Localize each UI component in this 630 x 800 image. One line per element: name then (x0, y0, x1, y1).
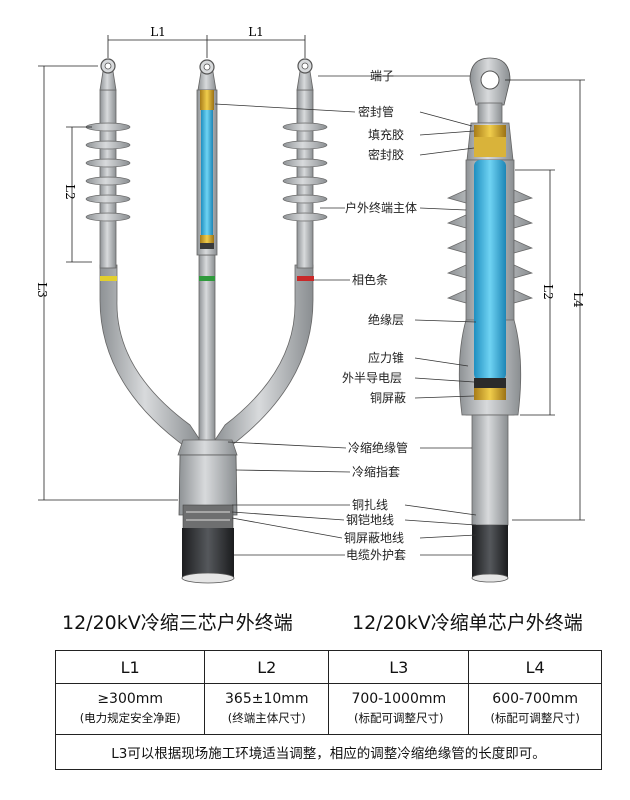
copper-shield (474, 388, 506, 400)
note-l2: (终端主体尺寸) (227, 711, 306, 725)
label-stress-cone: 应力锥 (368, 350, 404, 365)
note-l4: (标配可调整尺寸) (490, 711, 580, 725)
label-filler-compound: 填充胶 (368, 127, 404, 142)
phase-band-green (199, 276, 215, 281)
spec-table: L1 L2 L3 L4 ≥300mm (电力规定安全净距) 365±10mm (… (54, 650, 602, 770)
label-copper-shield: 铜屏蔽 (370, 390, 406, 405)
copper-binding (182, 504, 234, 530)
label-insulation-layer: 绝缘层 (368, 312, 404, 327)
label-cold-shrink-finger-sleeve: 冷缩指套 (352, 464, 400, 479)
value-l1: ≥300mm (97, 691, 164, 707)
cell-l2: 365±10mm (终端主体尺寸) (204, 683, 330, 735)
label-armor-ground-wire: 钢铠地线 (346, 512, 394, 527)
terminal-lug-hole (480, 70, 500, 90)
branch-center (198, 254, 216, 446)
header-l1: L1 (54, 650, 206, 684)
filler-compound (474, 125, 506, 137)
dim-l3: L3 (35, 282, 49, 298)
label-cable-outer-jacket: 电缆外护套 (346, 548, 406, 562)
note-l3: (标配可调整尺寸) (354, 711, 444, 725)
dim-l4: L4 (571, 292, 585, 308)
branch-right (214, 264, 314, 449)
table-header-row: L1 L2 L3 L4 (54, 650, 602, 684)
dim-l1-left: L1 (150, 25, 166, 39)
cable-outer-jacket (182, 528, 234, 581)
sealant (474, 137, 506, 157)
header-l4: L4 (468, 650, 602, 684)
header-l2: L2 (204, 650, 330, 684)
caption-single-core: 12/20kV冷缩单芯户外终端 (352, 612, 583, 634)
label-sealant: 密封胶 (368, 147, 404, 162)
branch-left (99, 264, 201, 449)
breakout-crotch (177, 439, 238, 456)
three-core-termination: L1 L1 L2 L3 (35, 25, 328, 584)
label-phase-band: 相色条 (352, 273, 388, 287)
label-terminal: 端子 (370, 69, 394, 83)
cell-l4: 600-700mm (标配可调整尺寸) (468, 683, 602, 735)
label-copper-binding-wire: 铜扎线 (352, 497, 388, 512)
value-l3: 700-1000mm (351, 691, 447, 707)
label-outdoor-termination-body: 户外终端主体 (345, 200, 417, 215)
table-note: L3可以根据现场施工环境适当调整，相应的调整冷缩绝缘管的长度即可。 (55, 734, 602, 770)
termination-diagram: L1 L1 L2 L3 (35, 25, 585, 584)
table-note-row: L3可以根据现场施工环境适当调整，相应的调整冷缩绝缘管的长度即可。 (55, 734, 602, 770)
single-core-termination: L2 L4 (446, 57, 585, 583)
label-cold-shrink-insulation-tube: 冷缩绝缘管 (348, 440, 408, 455)
outer-semiconductive-layer (474, 378, 506, 388)
cell-l1: ≥300mm (电力规定安全净距) (54, 683, 206, 735)
phase-center (196, 59, 218, 281)
insulation-layer (474, 160, 506, 380)
dim-l1-right: L1 (248, 25, 264, 39)
dim-l2-right: L2 (541, 284, 555, 300)
phase-left (85, 58, 131, 281)
value-l4: 600-700mm (492, 691, 579, 707)
phase-band-yellow (100, 276, 117, 281)
label-shield-ground-wire: 铜屏蔽地线 (344, 530, 404, 545)
label-outer-semiconductive-layer: 外半导电层 (342, 371, 402, 385)
phase-right (282, 58, 328, 281)
leader-lines (214, 75, 477, 556)
center-insulation (201, 110, 213, 235)
cold-shrink-finger-sleeve (178, 454, 238, 516)
note-l1: (电力规定安全净距) (79, 711, 181, 725)
caption-three-core: 12/20kV冷缩三芯户外终端 (62, 612, 293, 634)
label-sealing-tube: 密封管 (358, 104, 394, 119)
phase-band-red (297, 276, 314, 281)
center-sealant-top (200, 90, 214, 110)
header-l3: L3 (328, 650, 470, 684)
value-l2: 365±10mm (225, 691, 309, 707)
table-value-row: ≥300mm (电力规定安全净距) 365±10mm (终端主体尺寸) 700-… (54, 683, 602, 735)
cell-l3: 700-1000mm (标配可调整尺寸) (328, 683, 470, 735)
dim-l2-left: L2 (63, 184, 77, 200)
